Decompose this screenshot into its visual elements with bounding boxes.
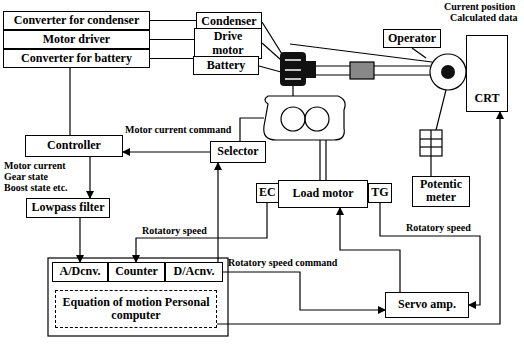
interface-box: A/Dcnv. xyxy=(52,262,108,282)
supply-wire xyxy=(259,66,281,72)
node-text: Converter for condenser xyxy=(14,14,140,27)
connector xyxy=(89,157,90,198)
node-text: Lowpass filter xyxy=(32,201,105,214)
gear-wheel xyxy=(305,107,329,131)
potentiometer-symbol xyxy=(430,130,431,156)
load-shaft xyxy=(319,140,320,180)
filter-box: Lowpass filter xyxy=(26,198,110,218)
transmission-housing xyxy=(264,96,345,140)
encoder-box: EC xyxy=(256,183,279,203)
amplifier-box: Servo amp. xyxy=(385,292,469,318)
connector xyxy=(340,208,400,292)
node-text: Controller xyxy=(47,139,101,152)
connector xyxy=(69,68,70,135)
motor-detail xyxy=(285,59,301,61)
component-box: Operator xyxy=(383,29,441,48)
component-box: Battery xyxy=(193,56,259,75)
gear-wheel xyxy=(281,107,305,131)
software-box: Equation of motion Personal computer xyxy=(55,290,217,328)
node-text: A/Dcnv. xyxy=(59,265,100,278)
node-text: Equation of motion Personal computer xyxy=(58,296,214,322)
node-text: Load motor xyxy=(293,187,354,200)
process-box: Selector xyxy=(210,141,266,163)
component-box: Drive motor xyxy=(194,28,262,59)
wheel-hub xyxy=(441,65,455,79)
motor-box: Load motor xyxy=(278,180,368,208)
sensor-wire xyxy=(430,156,431,176)
connector xyxy=(223,272,385,310)
node-text: Operator xyxy=(388,32,436,45)
connector xyxy=(217,163,218,262)
driver-box: Motor driver xyxy=(3,30,150,49)
node-text: Converter for battery xyxy=(21,52,132,65)
motor-body xyxy=(280,52,306,86)
connector xyxy=(123,151,210,152)
connector xyxy=(380,203,480,305)
annotation-label: Calculated data xyxy=(450,12,518,23)
node-text: Counter xyxy=(115,265,158,278)
converter-box: Converter for condenser xyxy=(3,11,150,30)
annotation-label: Rotatory speed xyxy=(406,222,471,233)
node-text: Potentic meter xyxy=(415,178,467,204)
motor-gear xyxy=(306,61,316,78)
node-text: Selector xyxy=(217,145,258,158)
supply-wire xyxy=(262,43,281,60)
sensor-link xyxy=(436,90,446,130)
operator-link xyxy=(412,48,426,58)
annotation-label: Rotatory speed command xyxy=(228,257,337,268)
node-text: EC xyxy=(259,186,275,199)
node-text: Servo amp. xyxy=(398,298,456,311)
node-text: Drive motor xyxy=(197,30,259,56)
node-text: Battery xyxy=(207,59,246,72)
annotation-label: Current position xyxy=(444,1,515,12)
sensor-box: Potentic meter xyxy=(412,176,470,207)
display-box: CRT xyxy=(466,35,508,112)
wheel xyxy=(430,54,466,90)
interface-box: D/Acnv. xyxy=(165,262,223,282)
annotation-label: Motor current Gear state Boost state etc… xyxy=(4,160,68,193)
node-text: CRT xyxy=(475,92,500,105)
interface-box: Counter xyxy=(108,262,165,282)
computer-housing xyxy=(48,258,228,336)
annotation-label: Motor current command xyxy=(125,124,231,135)
node-text: Motor driver xyxy=(43,33,110,46)
connector xyxy=(150,20,196,21)
supply-wire xyxy=(262,22,282,54)
tacho-box: TG xyxy=(368,183,392,203)
node-text: D/Acnv. xyxy=(173,265,214,278)
connector xyxy=(150,58,193,59)
potentiometer-symbol xyxy=(420,130,442,156)
connector xyxy=(79,218,80,262)
connector xyxy=(136,203,267,262)
process-box: Controller xyxy=(25,135,123,157)
coupling xyxy=(350,62,374,79)
motor-shaft xyxy=(292,86,293,96)
motor-detail xyxy=(285,78,301,80)
load-shaft xyxy=(325,140,326,180)
converter-box: Converter for battery xyxy=(3,49,150,68)
connector xyxy=(150,39,194,40)
signal-wire xyxy=(240,118,264,141)
annotation-label: Rotatory speed xyxy=(142,225,207,236)
node-text: Condenser xyxy=(201,15,256,28)
node-text: TG xyxy=(371,186,388,199)
motor-detail xyxy=(285,69,301,71)
